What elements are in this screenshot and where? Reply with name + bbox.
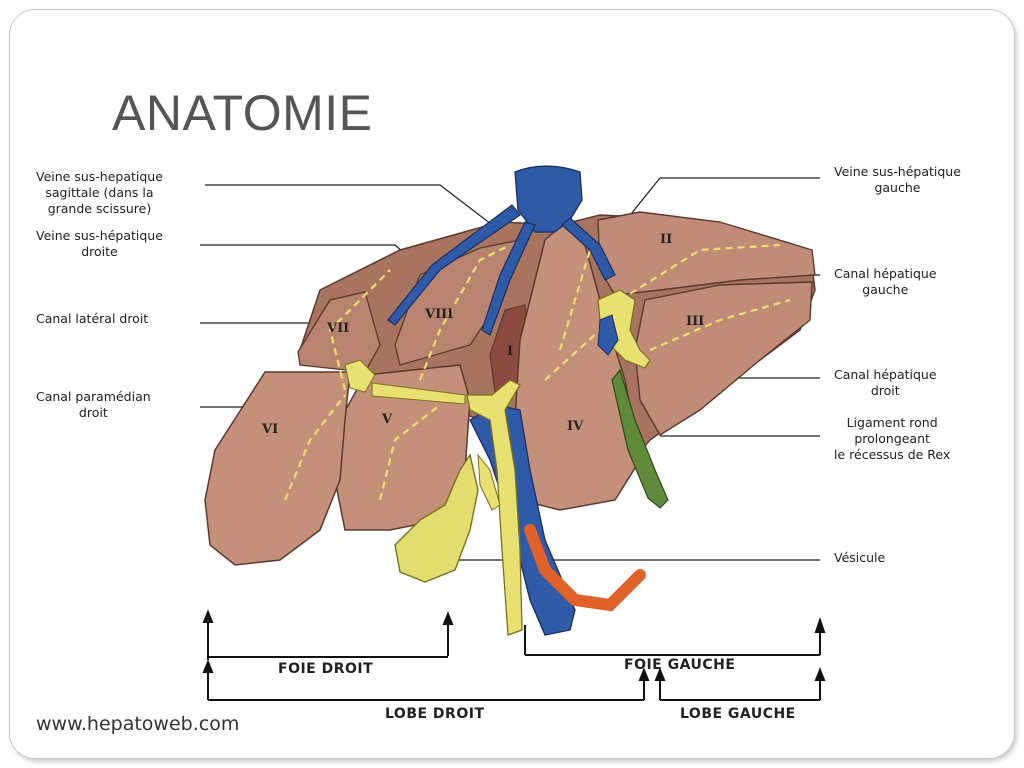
label-line: Canal hépatique bbox=[834, 367, 937, 382]
division-brackets bbox=[202, 609, 826, 701]
segment-label: VIII bbox=[424, 307, 453, 322]
label-line: prolongeant bbox=[854, 431, 930, 446]
canal-lateral-droit bbox=[344, 359, 376, 393]
segment-label: III bbox=[686, 314, 704, 329]
foie-gauche-label: FOIE GAUCHE bbox=[624, 657, 735, 673]
label-canal-paramedian: Canal paramédian droit bbox=[36, 389, 151, 421]
segment-label: I bbox=[507, 344, 513, 359]
label-line: sagittale (dans la bbox=[45, 185, 154, 200]
label-line: droit bbox=[78, 405, 108, 420]
common-bile-duct bbox=[466, 379, 523, 636]
veine-sus-hepatique-sagittale bbox=[481, 221, 536, 336]
website-link[interactable]: www.hepatoweb.com bbox=[36, 713, 240, 735]
label-vesicule: Vésicule bbox=[834, 550, 885, 566]
label-veine-sagittale: Veine sus-hepatique sagittale (dans la g… bbox=[36, 169, 163, 217]
vena-cava bbox=[514, 165, 583, 233]
lobe-droit-label: LOBE DROIT bbox=[385, 706, 485, 722]
gallbladder bbox=[394, 453, 479, 583]
segment-vi-block bbox=[204, 371, 351, 566]
label-line: Veine sus-hépatique bbox=[36, 228, 163, 243]
segment-label: II bbox=[660, 232, 672, 247]
veine-sus-hepatique-droite bbox=[387, 204, 521, 326]
left-portal-branch bbox=[597, 314, 619, 356]
label-canal-hep-gauche: Canal hépatique gauche bbox=[834, 266, 937, 298]
segment-vii-block bbox=[297, 291, 381, 373]
segment-label: VII bbox=[326, 321, 349, 336]
label-line: Veine sus-hepatique bbox=[36, 169, 163, 184]
lobe-gauche-label: LOBE GAUCHE bbox=[680, 706, 796, 722]
label-line: Canal hépatique bbox=[834, 266, 937, 281]
label-veine-droite: Veine sus-hépatique droite bbox=[36, 228, 163, 260]
label-ligament: Ligament rond prolongeant le récessus de… bbox=[834, 415, 950, 463]
foie-droit-label: FOIE DROIT bbox=[278, 661, 373, 677]
hepatic-veins bbox=[387, 165, 616, 336]
ligament-rond bbox=[611, 368, 669, 509]
label-line: droite bbox=[81, 244, 118, 259]
label-canal-lateral: Canal latéral droit bbox=[36, 311, 148, 327]
label-line: Canal paramédian bbox=[36, 389, 151, 404]
label-line: Canal latéral droit bbox=[36, 311, 149, 326]
segment-label: IV bbox=[567, 419, 584, 434]
label-line: Vésicule bbox=[834, 550, 886, 565]
label-line: Veine sus-hépatique bbox=[834, 164, 961, 179]
label-veine-gauche: Veine sus-hépatique gauche bbox=[834, 164, 961, 196]
cystic-duct bbox=[477, 453, 501, 511]
label-line: droit bbox=[870, 383, 900, 398]
segment-label: VI bbox=[261, 422, 278, 437]
label-line: le récessus de Rex bbox=[834, 447, 951, 462]
slide-title: ANATOMIE bbox=[112, 85, 373, 141]
label-line: gauche bbox=[874, 180, 921, 195]
label-line: Ligament rond bbox=[846, 415, 938, 430]
segment-ii-block bbox=[597, 211, 816, 296]
hepatic-artery bbox=[524, 524, 646, 612]
segment-label: V bbox=[381, 412, 393, 427]
label-canal-hep-droit: Canal hépatique droit bbox=[834, 367, 937, 399]
canal-paramedian-droit bbox=[371, 382, 466, 405]
label-line: gauche bbox=[862, 282, 909, 297]
segment-iii-block bbox=[634, 281, 813, 436]
label-line: grande scissure) bbox=[47, 201, 152, 216]
veine-sus-hepatique-gauche bbox=[561, 217, 616, 281]
